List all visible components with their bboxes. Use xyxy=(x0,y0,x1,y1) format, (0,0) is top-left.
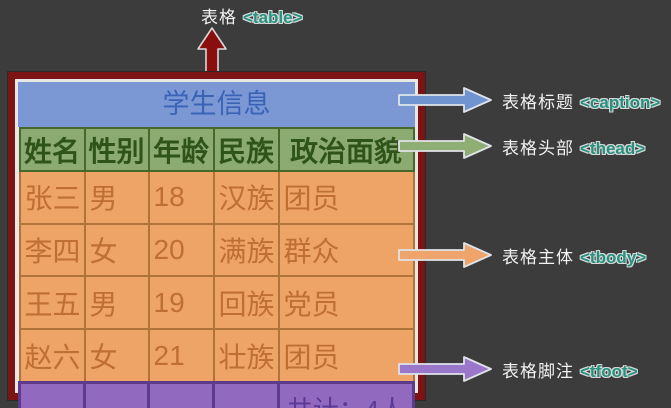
tbody-arrow-icon xyxy=(398,242,492,268)
table-row: 王五 男 19 回族 党员 xyxy=(18,275,415,331)
thead-annotation: 表格头部 <thead> xyxy=(398,131,645,161)
table-row: 张三 男 18 汉族 团员 xyxy=(18,170,415,225)
table-annotation-tag: <table> xyxy=(243,8,303,27)
caption-arrow-icon xyxy=(398,87,492,113)
table-foot: 共计：4人 xyxy=(18,381,415,408)
header-cell: 年龄 xyxy=(147,127,215,172)
table-cell: 赵六 xyxy=(18,328,86,384)
tfoot-arrow-icon xyxy=(398,356,492,382)
footer-row: 共计：4人 xyxy=(18,381,415,408)
table-annotation-label: 表格 xyxy=(201,8,237,27)
thead-annotation-label: 表格头部 xyxy=(502,138,574,158)
tbody-annotation: 表格主体 <tbody> xyxy=(398,240,646,270)
table-cell: 20 xyxy=(147,222,215,278)
header-cell: 性别 xyxy=(83,127,150,172)
table-cell: 男 xyxy=(83,275,150,331)
student-table-frame: 学生信息 姓名 性别 年龄 民族 政治面貌 张三 男 xyxy=(8,72,425,408)
table-cell: 满族 xyxy=(212,222,280,278)
table-head: 姓名 性别 年龄 民族 政治面貌 xyxy=(18,127,415,172)
table-cell: 男 xyxy=(83,170,150,225)
table-cell: 王五 xyxy=(18,275,86,331)
table-cell: 回族 xyxy=(212,275,280,331)
header-cell: 政治面貌 xyxy=(277,127,415,172)
thead-arrow-icon xyxy=(398,133,492,159)
thead-annotation-tag: <thead> xyxy=(580,138,646,158)
tbody-annotation-label: 表格主体 xyxy=(502,247,574,267)
table-cell: 张三 xyxy=(18,170,86,225)
table-cell: 壮族 xyxy=(212,328,280,384)
table-up-arrow-icon xyxy=(197,27,227,74)
tfoot-annotation-tag: <tfoot> xyxy=(580,361,638,381)
footer-cell xyxy=(18,381,86,408)
footer-cell xyxy=(212,381,280,408)
table-annotation: 表格 <table> xyxy=(201,3,303,28)
table-cell: 团员 xyxy=(277,170,415,225)
table-cell: 群众 xyxy=(277,222,415,278)
table-cell: 21 xyxy=(147,328,215,384)
table-cell: 李四 xyxy=(18,222,86,278)
table-row: 赵六 女 21 壮族 团员 xyxy=(18,328,415,384)
header-cell: 民族 xyxy=(212,127,280,172)
table-caption: 学生信息 xyxy=(18,82,415,127)
footer-cell xyxy=(147,381,215,408)
header-cell: 姓名 xyxy=(18,127,86,172)
tfoot-annotation: 表格脚注 <tfoot> xyxy=(398,354,638,384)
tbody-annotation-tag: <tbody> xyxy=(580,247,647,267)
table-row: 李四 女 20 满族 群众 xyxy=(18,222,415,278)
table-cell: 19 xyxy=(147,275,215,331)
table-cell: 女 xyxy=(83,328,150,384)
header-row: 姓名 性别 年龄 民族 政治面貌 xyxy=(18,127,415,172)
caption-annotation-tag: <caption> xyxy=(580,92,661,112)
table-cell: 团员 xyxy=(277,328,415,384)
student-table: 学生信息 姓名 性别 年龄 民族 政治面貌 张三 男 xyxy=(18,82,415,408)
table-cell: 汉族 xyxy=(212,170,280,225)
caption-annotation-label: 表格标题 xyxy=(502,92,574,112)
footer-cell xyxy=(83,381,150,408)
table-cell: 18 xyxy=(147,170,215,225)
caption-annotation: 表格标题 <caption> xyxy=(398,85,660,115)
table-body: 张三 男 18 汉族 团员 李四 女 20 满族 群众 王五 xyxy=(18,170,415,384)
table-cell: 女 xyxy=(83,222,150,278)
footer-cell-total: 共计：4人 xyxy=(277,381,415,408)
tfoot-annotation-label: 表格脚注 xyxy=(502,361,574,381)
table-cell: 党员 xyxy=(277,275,415,331)
